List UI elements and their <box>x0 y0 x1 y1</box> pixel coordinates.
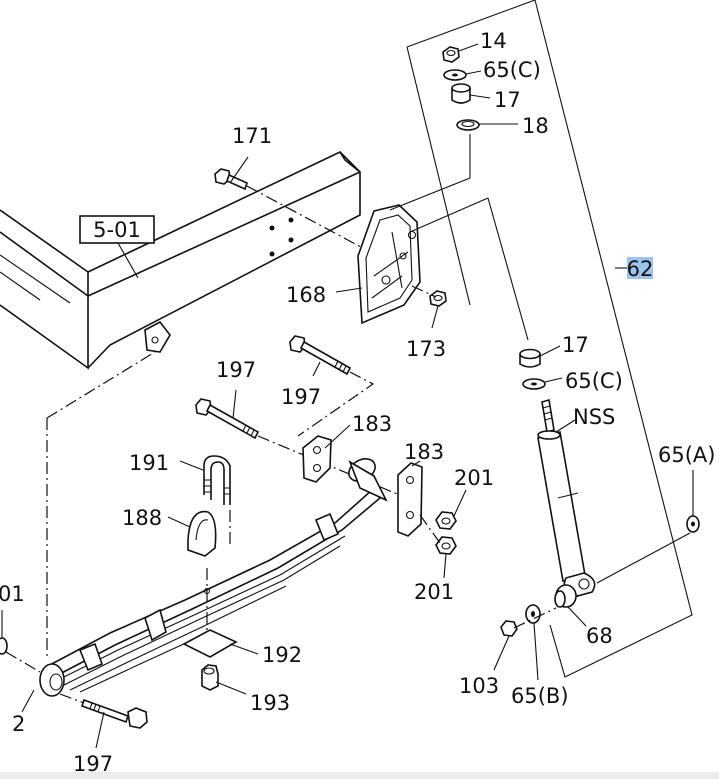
callout-193: 193 <box>250 691 290 715</box>
callout-18: 18 <box>522 114 549 138</box>
nut-103 <box>500 620 518 637</box>
leaf-spring <box>39 458 388 697</box>
callout-17-top: 17 <box>494 88 521 112</box>
callout-62-highlight: 62 <box>627 257 654 281</box>
washer-65c-mid <box>522 378 546 390</box>
nut-201-lower <box>435 536 457 555</box>
callout-201-b: 201 <box>414 580 454 604</box>
bracket-168 <box>357 204 421 325</box>
bolt-197-lower <box>80 698 148 729</box>
nut-14 <box>442 46 460 63</box>
callout-65a: 65(A) <box>658 443 715 467</box>
shock-absorber-nss <box>537 398 596 598</box>
bushing-18 <box>456 119 480 131</box>
nut-193 <box>201 664 219 691</box>
washer-left-edge <box>0 637 8 655</box>
callout-192: 192 <box>262 643 302 667</box>
callout-14: 14 <box>480 29 507 53</box>
nut-173 <box>429 290 447 307</box>
reference-box-5-01[interactable]: 5-01 <box>79 215 155 279</box>
bolt-171 <box>214 168 248 191</box>
shackle-plate-183-left <box>302 435 332 483</box>
callout-62-text: 62 <box>627 257 654 281</box>
callout-201-a: 201 <box>454 466 494 490</box>
callout-nss: NSS <box>573 405 615 429</box>
shackle-plate-183-right <box>397 462 423 537</box>
bolt-197-upper <box>289 335 352 376</box>
callout-183-b: 183 <box>404 440 444 464</box>
callout-65b: 65(B) <box>511 684 569 708</box>
callout-103: 103 <box>459 674 499 698</box>
bushing-17-mid <box>519 348 541 368</box>
callout-183-a: 183 <box>352 412 392 436</box>
bushing-68 <box>554 584 577 608</box>
nut-201-upper <box>435 511 457 530</box>
callout-197-a: 197 <box>216 358 256 382</box>
callout-188: 188 <box>122 506 162 530</box>
spacer-188 <box>187 510 217 557</box>
callout-17-mid: 17 <box>562 333 589 357</box>
bolt-197-mid <box>195 398 260 440</box>
callout-171: 171 <box>232 124 272 148</box>
callout-197-b: 197 <box>281 385 321 409</box>
callout-168: 168 <box>286 283 326 307</box>
callout-2: 2 <box>12 712 25 736</box>
callout-68: 68 <box>586 624 613 648</box>
washer-65a <box>686 515 700 533</box>
callout-173: 173 <box>406 337 446 361</box>
frame-rail <box>0 151 361 370</box>
plate-192 <box>182 629 238 658</box>
washer-65c-top <box>443 69 467 81</box>
viewer-bottom-bar <box>0 772 719 779</box>
u-bolt-191 <box>203 455 231 505</box>
washer-65b <box>525 604 541 624</box>
reference-box-label: 5-01 <box>93 218 141 242</box>
callout-191: 191 <box>129 451 169 475</box>
callout-65c-mid: 65(C) <box>565 369 623 393</box>
callout-65c-top: 65(C) <box>483 58 541 82</box>
callout-201-left: 01 <box>0 582 25 606</box>
shock-group-outline <box>406 0 693 678</box>
bushing-17-top <box>451 83 471 104</box>
